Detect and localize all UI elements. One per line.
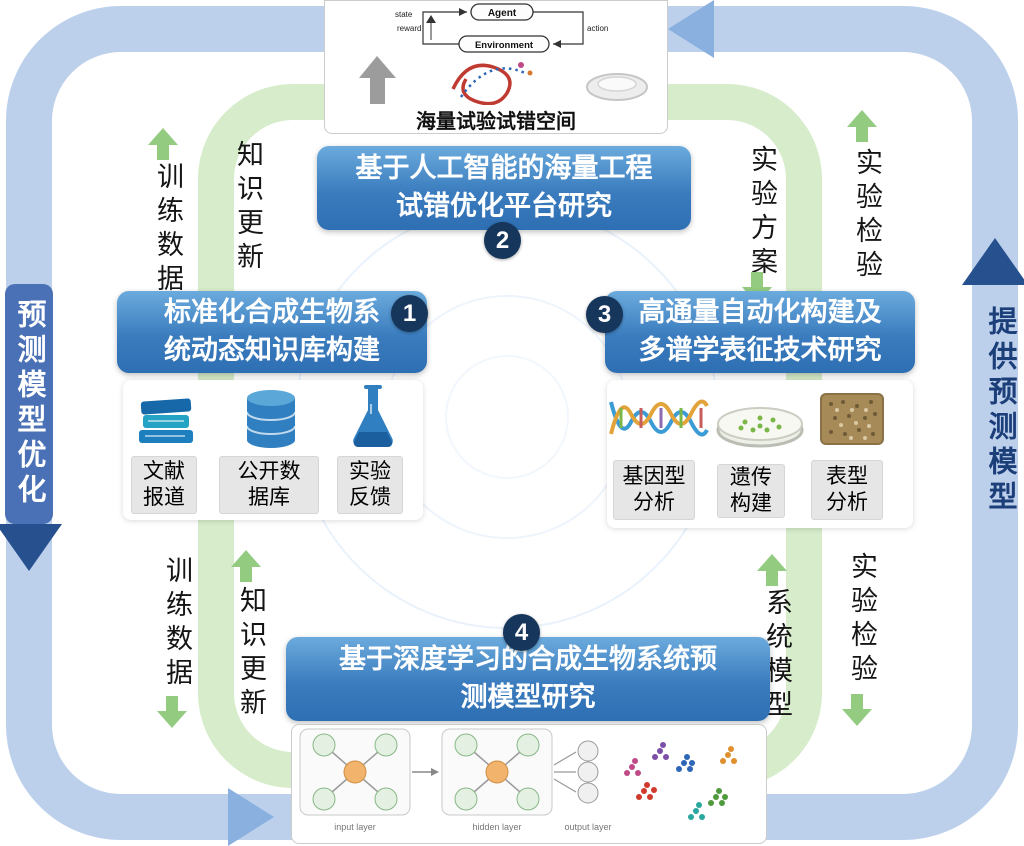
green-down-arrow-icon	[157, 696, 187, 728]
module-1-panel: 文献 报道 公开数 据库 实验 反馈	[123, 380, 423, 520]
module-4-title-line2: 测模型研究	[460, 682, 596, 712]
input-layer-label: input layer	[334, 822, 376, 832]
flow-label-experiment-check-bottom: 实验检验	[847, 552, 877, 688]
label-line: 据库	[248, 486, 290, 509]
action-label: action	[587, 24, 608, 33]
flow-label-experiment-plan: 实验方案	[747, 145, 777, 281]
green-up-arrow-icon	[757, 554, 787, 586]
green-up-arrow-icon	[847, 110, 877, 142]
agent-box	[470, 3, 534, 21]
module-4-number-badge: 4	[503, 614, 540, 651]
flow-label-train-data-bottom: 训练数据	[162, 556, 192, 692]
module-1-item-2-label: 公开数 据库	[219, 456, 319, 514]
label-line: 实验	[349, 460, 391, 484]
module-1-title-line1: 标准化合成生物系	[164, 297, 380, 328]
petri-dish-icon	[716, 407, 804, 448]
agent-label: Agent	[488, 8, 517, 19]
module-3-item-1-label: 基因型 分析	[613, 460, 695, 520]
module-4-box: 基于深度学习的合成生物系统预 测模型研究	[286, 637, 770, 721]
flask-icon	[353, 385, 393, 448]
module-1-box: 标准化合成生物系 统动态知识库构建	[117, 291, 427, 373]
dna-icon	[609, 399, 709, 437]
module-3-item-2-label: 遗传 构建	[717, 464, 785, 518]
environment-box	[458, 35, 550, 53]
gray-disc-icon	[586, 73, 648, 101]
books-icon	[139, 398, 193, 443]
label-line: 分析	[826, 491, 868, 514]
module-2-box: 基于人工智能的海量工程 试错优化平台研究	[317, 146, 691, 230]
label-line: 遗传	[730, 466, 772, 490]
module-3-item-3-label: 表型 分析	[811, 460, 883, 520]
green-down-arrow-icon	[842, 694, 872, 726]
module-1-number-badge: 1	[391, 295, 428, 332]
module-1-item-1-label: 文献 报道	[131, 456, 197, 514]
environment-label: Environment	[475, 40, 534, 51]
bottom-band-arrow-right-icon	[228, 788, 274, 846]
module-3-box: 高通量自动化构建及 多谱学表征技术研究	[605, 291, 915, 373]
trial-error-space-panel: Agent Environment state reward action 海量…	[324, 0, 668, 134]
label-line: 分析	[633, 491, 675, 514]
hidden-layer-label: hidden layer	[472, 822, 521, 832]
label-line: 表型	[826, 465, 868, 489]
colorful-dna-doodle-icon	[451, 62, 533, 106]
module-2-number-badge: 2	[484, 222, 521, 259]
label-line: 公开数	[237, 460, 301, 484]
module-4-panel: input layer hidden layer output layer	[291, 724, 767, 844]
flow-label-experiment-check-top: 实验检验	[852, 148, 882, 284]
module-3-title-line2: 多谱学表征技术研究	[638, 335, 882, 365]
label-line: 基因型	[622, 465, 686, 489]
database-icon	[246, 390, 296, 448]
reward-label: reward	[397, 24, 421, 33]
flow-label-train-data-top: 训练数据	[153, 162, 183, 298]
left-band-arrow-down-icon	[0, 524, 62, 571]
module-3-number-badge: 3	[586, 296, 623, 333]
flow-label-knowledge-update-top: 知识更新	[233, 140, 263, 276]
label-line: 报道	[143, 486, 185, 509]
green-up-arrow-icon	[231, 550, 261, 582]
module-2-title-line1: 基于人工智能的海量工程	[355, 153, 653, 184]
module-3-title-line1: 高通量自动化构建及	[638, 297, 882, 328]
state-label: state	[395, 10, 413, 19]
watermark-circle-small	[445, 355, 569, 479]
left-flow-band: 预测模型优化	[5, 284, 53, 524]
microarray-icon	[820, 393, 884, 445]
green-up-arrow-icon	[148, 128, 178, 160]
label-line: 反馈	[349, 486, 391, 509]
module-3-panel: 基因型 分析 遗传 构建 表型 分析	[607, 380, 913, 528]
label-line: 构建	[730, 492, 772, 515]
gray-up-arrow-icon	[359, 56, 396, 104]
left-flow-label: 预测模型优化	[13, 299, 45, 509]
label-line: 文献	[143, 460, 185, 484]
neural-network-diagram: input layer hidden layer output layer	[299, 728, 737, 832]
module-2-title-line2: 试错优化平台研究	[396, 191, 612, 221]
right-band-arrow-up-icon	[962, 238, 1024, 285]
trial-error-space-caption: 海量试验试错空间	[416, 111, 576, 133]
flow-label-knowledge-update-bottom: 知识更新	[236, 586, 266, 722]
module-1-title-line2: 统动态知识库构建	[164, 335, 380, 365]
module-1-item-3-label: 实验 反馈	[337, 456, 403, 514]
output-layer-label: output layer	[564, 822, 611, 832]
right-flow-label: 提供预测模型	[984, 306, 1016, 516]
tsne-scatter-icon	[624, 742, 737, 820]
top-band-arrow-left-icon	[668, 0, 714, 58]
reinforcement-learning-diagram: Agent Environment state reward action	[359, 3, 648, 106]
